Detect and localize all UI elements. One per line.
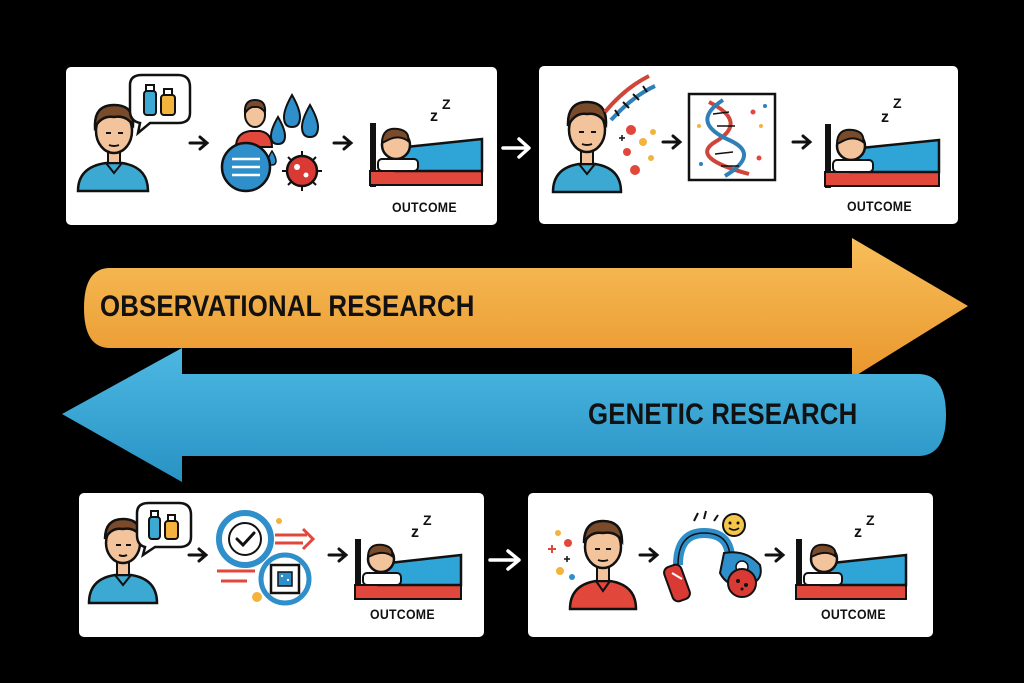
arrow-right-icon	[638, 547, 660, 563]
svg-text:Z: Z	[423, 512, 432, 528]
svg-text:z: z	[881, 109, 889, 126]
dna-card-icon	[687, 92, 777, 182]
panel-genetic-lifestyle: z Z OUTCOME	[79, 493, 484, 637]
genetic-research-label: GENETIC RESEARCH	[588, 398, 858, 431]
svg-text:z: z	[854, 524, 862, 541]
dna-helix-icon	[603, 74, 656, 122]
panel-observational-lifestyle: z Z OUTCOME	[66, 67, 497, 225]
arrow-right-icon	[188, 135, 210, 151]
droplets-icon	[267, 92, 320, 166]
svg-text:Z: Z	[442, 96, 451, 112]
person-icon	[568, 519, 638, 611]
svg-text:Z: Z	[893, 95, 902, 111]
bottles-icon	[143, 84, 176, 116]
sleeping-person-bed-icon: z Z	[824, 95, 941, 188]
checkmark-circle-icon	[216, 510, 274, 568]
arrow-right-icon	[187, 547, 209, 563]
svg-text:z: z	[430, 108, 438, 125]
magnet-lab-icon	[663, 510, 762, 603]
sleeping-person-bed-icon: z Z	[369, 96, 484, 187]
outcome-label: OUTCOME	[392, 199, 457, 215]
particles-icon	[548, 530, 575, 580]
virus-icon	[282, 151, 322, 191]
sleeping-person-bed-icon: z Z	[795, 512, 908, 600]
particles-icon	[619, 125, 656, 175]
arrow-right-icon	[764, 547, 786, 563]
sleeping-person-bed-icon: z Z	[354, 512, 463, 600]
person-icon	[551, 100, 623, 194]
person-icon	[76, 103, 150, 193]
svg-text:z: z	[411, 524, 419, 541]
transition-arrow-icon	[501, 137, 531, 159]
panel-observational-genetic: z Z OUTCOME	[539, 66, 958, 224]
smiley-icon	[722, 513, 746, 537]
transition-arrow-icon	[488, 549, 521, 571]
document-circle-icon	[220, 141, 272, 193]
svg-text:Z: Z	[866, 512, 875, 528]
bottles-icon	[148, 510, 179, 540]
observational-research-label: OBSERVATIONAL RESEARCH	[100, 290, 475, 323]
outcome-label: OUTCOME	[821, 606, 886, 622]
process-lines-icon	[217, 518, 316, 602]
person-icon	[87, 517, 159, 605]
outcome-label: OUTCOME	[847, 198, 912, 214]
arrow-right-icon	[327, 547, 349, 563]
microchip-icon	[258, 552, 312, 606]
arrow-right-icon	[791, 134, 813, 150]
panel-genetic-mechanism: z Z OUTCOME	[528, 493, 933, 637]
person-red-icon	[234, 98, 274, 148]
arrow-right-icon	[332, 135, 354, 151]
outcome-label: OUTCOME	[370, 606, 435, 622]
arrow-right-icon	[661, 134, 683, 150]
